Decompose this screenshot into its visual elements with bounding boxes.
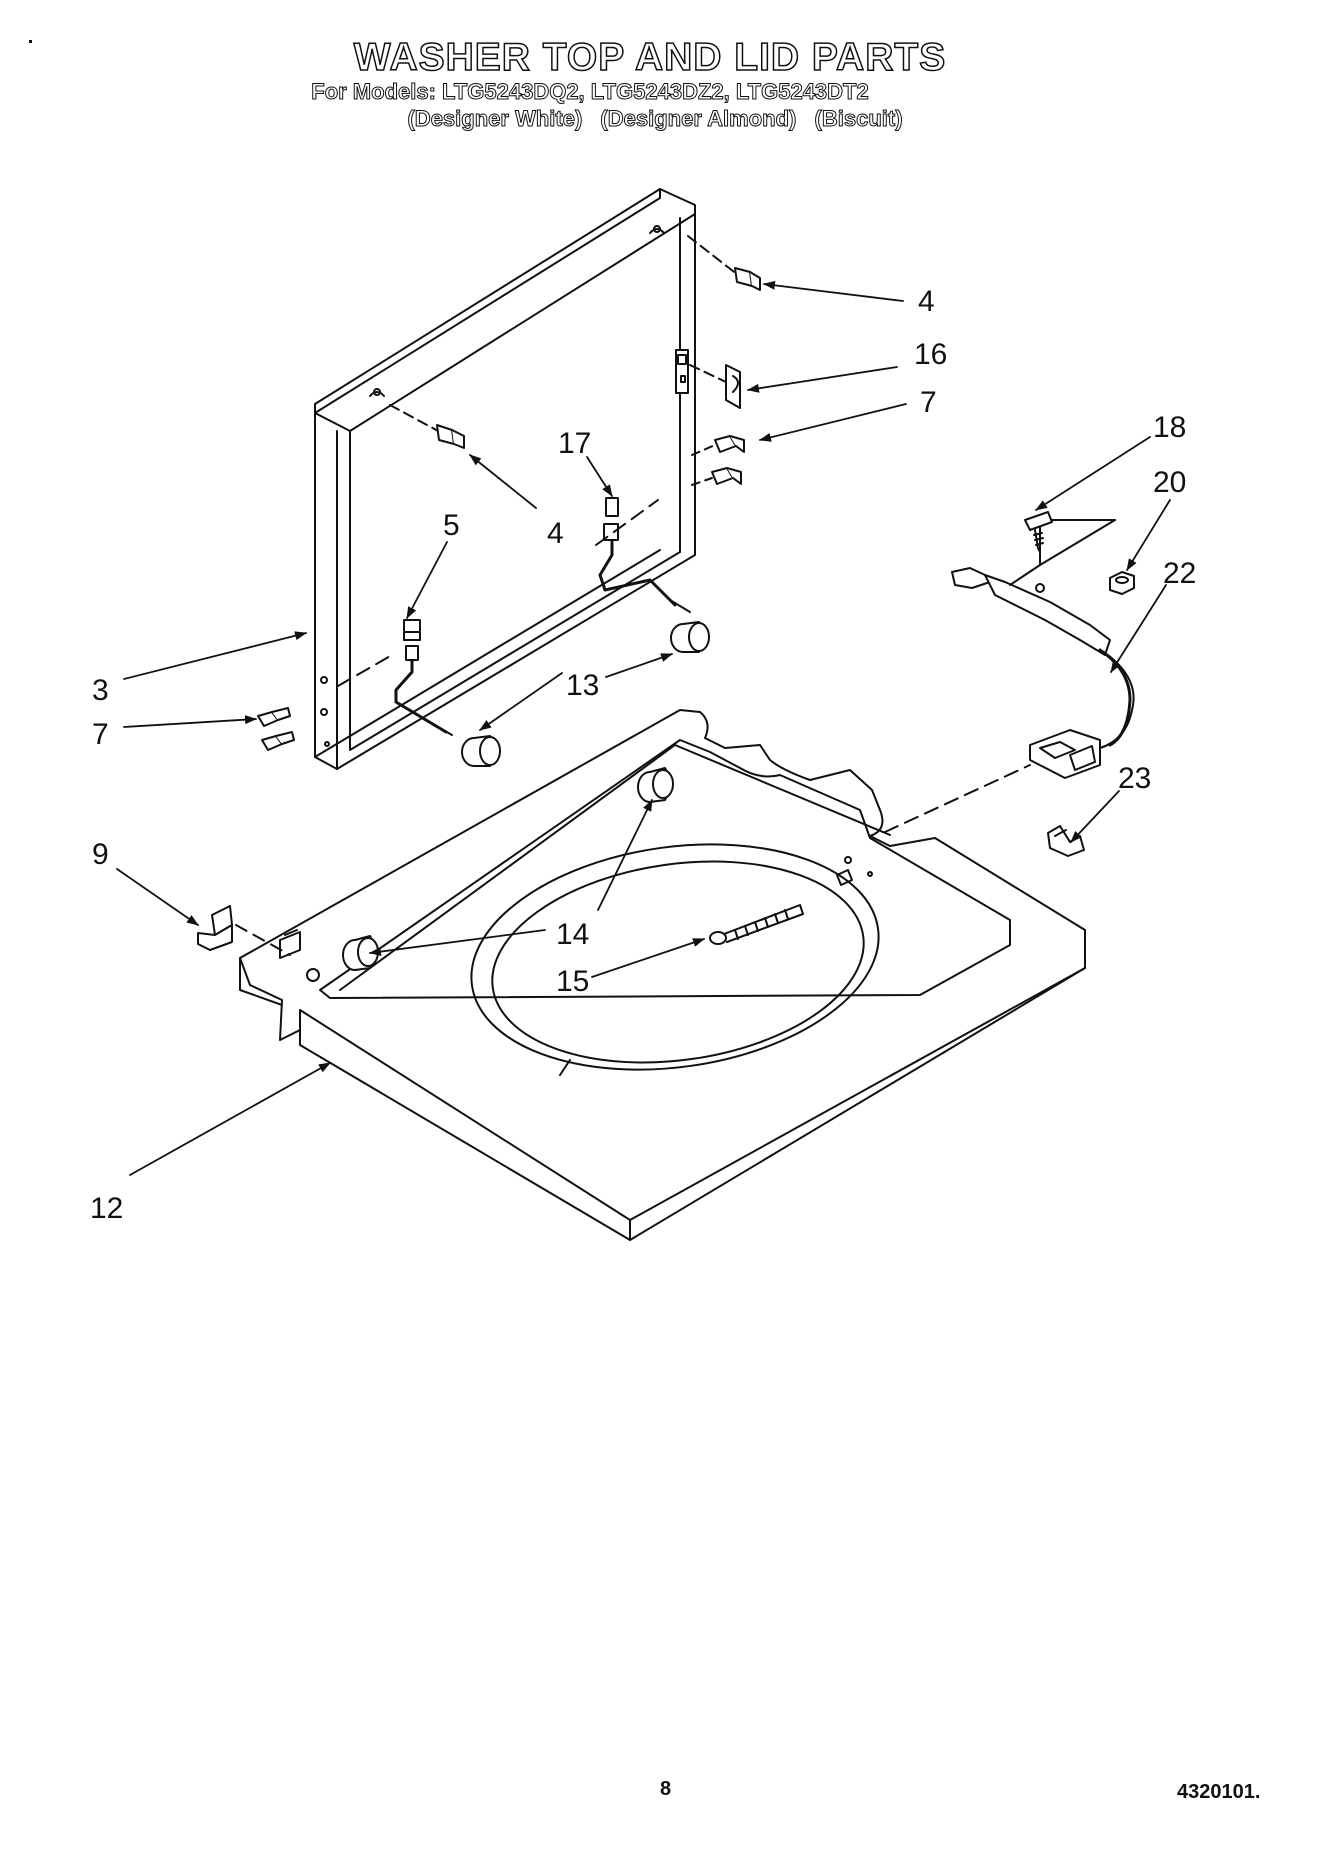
callout-15: 15 [556,965,589,998]
document-number: 4320101. [1177,1781,1261,1803]
screws-right [691,435,745,486]
washer-top-panel [239,709,1086,1241]
callout-3: 3 [92,674,109,707]
callout-16: 16 [914,338,947,371]
callout-17: 17 [558,427,591,460]
screws-left [257,707,295,751]
page-number: 8 [660,1778,672,1800]
diagram-header: WASHER TOP AND LID PARTS For Models: LTG… [300,35,1000,132]
lid-switch-assembly [951,519,1135,779]
lid-screw-upper [687,235,761,291]
bumper-lid-left [461,735,501,767]
harness-clip [1047,825,1085,857]
hinge-rod-left [337,619,453,736]
callout-18: 18 [1153,411,1186,444]
callout-4-lower: 4 [547,517,564,550]
callout-13: 13 [566,669,599,702]
callout-leaders [116,280,1171,1176]
hex-nut [1109,571,1135,595]
callout-5: 5 [443,509,460,542]
mounting-bracket [197,905,291,956]
diagram-title: WASHER TOP AND LID PARTS [353,35,947,80]
bumper-top-rear [637,767,674,803]
callout-23: 23 [1118,762,1151,795]
callout-12: 12 [90,1192,123,1225]
color-designer-almond: (Designer Almond) [600,106,797,132]
callout-labels: 4 16 7 17 4 5 18 20 22 3 7 13 23 9 14 15… [90,285,1196,1225]
callout-7-left: 7 [92,718,109,751]
callout-22: 22 [1163,557,1196,590]
callout-4-upper: 4 [918,285,935,318]
callout-7-right: 7 [920,386,937,419]
callout-9: 9 [92,838,109,871]
long-screw [709,904,804,945]
lid-clip [689,364,741,409]
stray-mark [29,40,32,43]
lid-frame [314,188,696,770]
switch-mounting-dashline [884,764,1031,833]
callout-20: 20 [1153,466,1186,499]
bumper-top-front [342,935,379,971]
bumper-lid-right [670,621,710,653]
color-designer-white: (Designer White) [407,106,583,132]
lid-screw-lower [389,404,465,449]
color-biscuit: (Biscuit) [814,106,903,132]
hinge-rod-right [595,497,691,613]
callout-14: 14 [556,918,589,951]
switch-screw [1024,511,1053,553]
model-list: For Models: LTG5243DQ2, LTG5243DZ2, LTG5… [311,79,869,105]
color-list: (Designer White) (Designer Almond) (Bisc… [310,105,1000,132]
